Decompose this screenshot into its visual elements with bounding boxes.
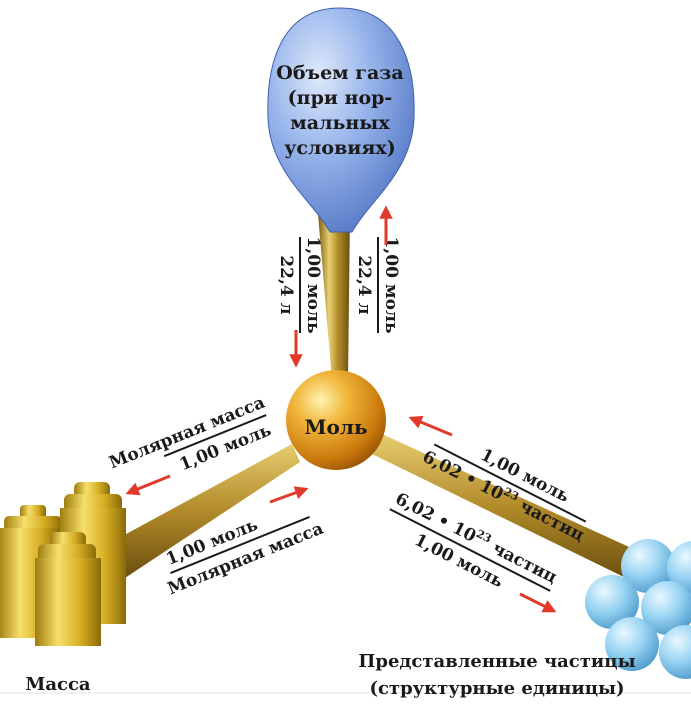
- gas-up-top: 1,00 моль: [381, 237, 401, 334]
- particles-in-rule: [433, 443, 587, 523]
- gas-label-line-2: (при нор-: [288, 87, 393, 109]
- particles-icon: [585, 539, 691, 679]
- gas-label-line-3: мальных: [290, 112, 390, 134]
- gas-up-conversion: 1,00 моль 22,4 л: [354, 237, 401, 334]
- gas-up-bottom: 22,4 л: [354, 255, 374, 314]
- mass-out-arrow: [125, 474, 171, 496]
- mass-label: Масса: [25, 674, 91, 695]
- gas-down-bottom: 22,4 л: [276, 255, 296, 314]
- rod-mass: [115, 444, 300, 578]
- particles-label-line-2: (структурные единицы): [369, 678, 624, 699]
- particles-out-rule: [389, 508, 551, 592]
- particles-in-arrow: [408, 415, 453, 437]
- gas-down-conversion: 1,00 моль 22,4 л: [276, 237, 323, 334]
- weights-icon: [0, 482, 126, 646]
- mass-in-arrow: [269, 486, 309, 504]
- mole-label: Моль: [304, 415, 367, 439]
- mass-out-rule: [163, 414, 267, 458]
- rod-gas: [318, 214, 350, 380]
- particles-out-arrow: [519, 592, 557, 613]
- rod-particles: [372, 434, 640, 580]
- gas-label-line-1: Объем газа: [276, 62, 403, 84]
- gas-label-line-4: условиях): [284, 137, 395, 159]
- mass-in-rule: [170, 515, 310, 575]
- gas-balloon: [267, 7, 415, 233]
- mole-ball: [286, 370, 386, 470]
- particles-label-line-1: Представленные частицы: [358, 651, 635, 672]
- gas-down-top: 1,00 моль: [303, 237, 323, 334]
